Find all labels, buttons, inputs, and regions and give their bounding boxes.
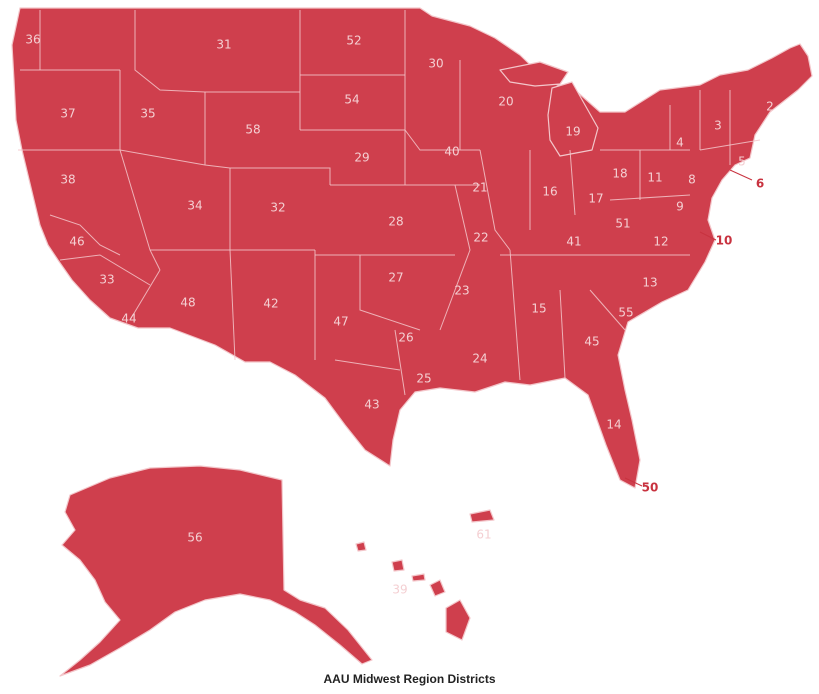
district-label-22: 22 <box>473 231 488 245</box>
puerto-rico <box>469 509 495 523</box>
district-label-46: 46 <box>69 235 84 249</box>
district-label-3: 3 <box>714 119 722 133</box>
district-label-16: 16 <box>542 185 557 199</box>
district-label-35: 35 <box>140 107 155 121</box>
district-label-23: 23 <box>454 284 469 298</box>
district-label-17: 17 <box>588 192 603 206</box>
district-label-51: 51 <box>615 217 630 231</box>
district-label-27: 27 <box>388 271 403 285</box>
district-label-24: 24 <box>472 352 487 366</box>
district-label-5: 5 <box>738 155 746 169</box>
district-label-29: 29 <box>354 151 369 165</box>
district-label-20: 20 <box>498 95 513 109</box>
district-label-48: 48 <box>180 296 195 310</box>
leader-line-50 <box>624 477 643 487</box>
district-label-42: 42 <box>263 297 278 311</box>
alaska-landmass <box>59 465 373 677</box>
district-label-9: 9 <box>676 200 684 214</box>
district-label-26: 26 <box>398 331 413 345</box>
district-label-61: 61 <box>476 528 491 542</box>
district-label-25: 25 <box>416 372 431 386</box>
upper-michigan-landmass <box>499 61 569 87</box>
district-label-11: 11 <box>647 171 662 185</box>
district-label-47: 47 <box>333 315 348 329</box>
district-label-44: 44 <box>121 312 136 326</box>
district-label-6: 6 <box>756 177 764 191</box>
district-label-32: 32 <box>270 201 285 215</box>
hawaii-oahu <box>391 559 405 572</box>
district-label-41: 41 <box>566 235 581 249</box>
hawaii-kauai <box>355 541 367 552</box>
district-label-50: 50 <box>642 481 659 495</box>
district-label-56: 56 <box>187 531 202 545</box>
lower-michigan-landmass <box>547 81 599 157</box>
district-label-12: 12 <box>653 235 668 249</box>
district-label-8: 8 <box>688 173 696 187</box>
district-label-10: 10 <box>716 234 733 248</box>
district-label-36: 36 <box>25 33 40 47</box>
district-label-55: 55 <box>618 306 633 320</box>
district-label-31: 31 <box>216 38 231 52</box>
district-label-30: 30 <box>428 57 443 71</box>
hawaii-islands <box>355 541 471 641</box>
district-label-43: 43 <box>364 398 379 412</box>
district-boundaries <box>18 10 761 396</box>
district-label-40: 40 <box>444 145 459 159</box>
district-label-21: 21 <box>472 181 487 195</box>
district-label-33: 33 <box>99 273 114 287</box>
hawaii-molokai <box>411 573 426 582</box>
district-label-4: 4 <box>676 136 684 150</box>
lower-48-landmass <box>11 7 813 489</box>
district-label-18: 18 <box>612 167 627 181</box>
hawaii-maui <box>429 579 446 597</box>
district-label-37: 37 <box>60 107 75 121</box>
district-label-54: 54 <box>344 93 359 107</box>
district-label-52: 52 <box>346 34 361 48</box>
leader-line-10 <box>699 231 717 241</box>
district-label-2: 2 <box>766 100 774 114</box>
district-label-34: 34 <box>187 199 202 213</box>
district-label-19: 19 <box>565 125 580 139</box>
district-label-14: 14 <box>606 418 621 432</box>
district-label-58: 58 <box>245 123 260 137</box>
district-label-15: 15 <box>531 302 546 316</box>
district-label-38: 38 <box>60 173 75 187</box>
hawaii-big-island <box>445 599 471 641</box>
leader-line-6 <box>729 169 753 181</box>
map-caption: AAU Midwest Region Districts <box>323 672 496 686</box>
district-label-39: 39 <box>392 583 407 597</box>
district-label-28: 28 <box>388 215 403 229</box>
district-label-13: 13 <box>642 276 657 290</box>
district-label-45: 45 <box>584 335 599 349</box>
